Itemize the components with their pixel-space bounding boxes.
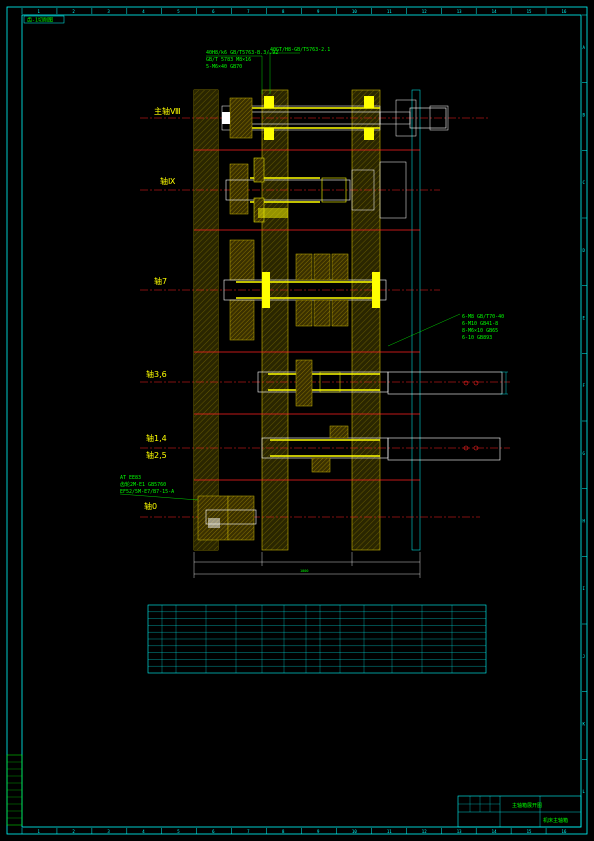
shaft-0-assembly <box>197 495 257 541</box>
row-letter: I <box>583 586 586 591</box>
row-letter: E <box>583 316 586 321</box>
column-number: 5 <box>177 9 180 14</box>
callout-lb-2: 齿轮2M-E1 GB5760 <box>120 481 166 488</box>
column-number: 13 <box>457 829 462 834</box>
column-markers: 1122334455667788991010111112121313141415… <box>21 8 567 834</box>
shaft-label-2-5: 轴2,5 <box>146 450 167 460</box>
sheet-tag-box <box>23 15 65 24</box>
column-number: 6 <box>212 9 215 14</box>
column-number: 7 <box>247 9 250 14</box>
parts-table <box>147 604 487 674</box>
column-number: 7 <box>247 829 250 834</box>
shaft-label-8: 主轴Ⅷ <box>154 106 181 116</box>
housing-walls <box>193 89 421 551</box>
column-number: 5 <box>177 829 180 834</box>
column-number: 4 <box>142 829 145 834</box>
callout-lb-1: AT EE83 <box>120 475 141 481</box>
shaft-label-9: 轴Ⅸ <box>160 176 176 186</box>
callout-tr: 40GT/H8-GB/T5763-2.1 <box>270 47 330 53</box>
shaft-7-assembly <box>223 239 387 341</box>
column-number: 2 <box>72 829 75 834</box>
row-letter: D <box>583 248 586 253</box>
shaft-1-4-assembly <box>261 425 501 473</box>
left-strip <box>6 754 23 826</box>
callout-left-bottom: AT EE83 齿轮2M-E1 GB5760 EF52/5M-E7/B7-15-… <box>119 475 199 501</box>
callout-top-right: 40GT/H8-GB/T5763-2.1 <box>268 47 330 94</box>
row-letter: C <box>583 180 586 185</box>
drawing-title: 主轴箱展开图 <box>512 802 542 809</box>
column-number: 4 <box>142 9 145 14</box>
dim-total: 1000 <box>300 569 308 573</box>
shaft-labels: 主轴Ⅷ 轴Ⅸ 轴7 轴3,6 轴1,4 轴2,5 轴0 <box>144 106 181 511</box>
drawing-subtitle: 机床主轴箱 <box>543 817 568 824</box>
column-number: 9 <box>317 829 320 834</box>
row-letter: K <box>583 722 586 727</box>
column-number: 12 <box>422 829 427 834</box>
callout-tl-2: GB/T 5783 M8×16 <box>206 57 251 63</box>
column-number: 14 <box>492 9 497 14</box>
callout-r-3: 8-M6×10 GB65 <box>462 328 498 334</box>
callout-r-1: 6-M8 GB/T70-40 <box>462 314 504 320</box>
callout-lb-3: EF52/5M-E7/B7-15-A <box>120 489 174 495</box>
shaft-label-1-4: 轴1,4 <box>146 433 167 443</box>
callout-top-left: 40H8/k6 GB/T5763-B.3/.92 GB/T 5783 M8×16… <box>206 50 278 94</box>
row-markers: A B C D E F G H I J K L <box>582 14 587 794</box>
column-number: 6 <box>212 829 215 834</box>
column-number: 8 <box>282 829 285 834</box>
column-number: 16 <box>562 9 567 14</box>
column-number: 9 <box>317 9 320 14</box>
dimension-lines <box>193 552 421 578</box>
callout-r-4: 6-10 GB893 <box>462 335 492 341</box>
title-block: 主轴箱展开图 机床主轴箱 <box>457 795 582 828</box>
column-number: 16 <box>562 829 567 834</box>
shaft-label-0: 轴0 <box>144 501 157 511</box>
column-number: 11 <box>387 829 392 834</box>
column-number: 1 <box>37 829 40 834</box>
column-number: 13 <box>457 9 462 14</box>
centerlines <box>140 117 510 518</box>
column-number: 15 <box>527 9 532 14</box>
column-number: 1 <box>37 9 40 14</box>
column-number: 10 <box>352 9 357 14</box>
shaft-9-assembly <box>225 157 407 223</box>
shaft-label-3-6: 轴3,6 <box>146 369 167 379</box>
column-number: 2 <box>72 9 75 14</box>
row-letter: A <box>583 45 586 50</box>
shaft-label-7: 轴7 <box>154 276 167 286</box>
sheet-tag: 齿-1切削图 <box>27 17 53 24</box>
row-letter: F <box>583 383 586 388</box>
row-letter: H <box>583 519 586 524</box>
row-letter: B <box>583 113 586 118</box>
spindle-shaft-assembly <box>221 96 449 140</box>
outer-border <box>6 6 588 835</box>
row-letter: G <box>583 451 586 456</box>
row-letter: J <box>583 654 585 659</box>
column-number: 11 <box>387 9 392 14</box>
callout-r-2: 6-M10 GB41-8 <box>462 321 498 327</box>
column-number: 12 <box>422 9 427 14</box>
inner-border <box>21 14 582 828</box>
column-number: 15 <box>527 829 532 834</box>
column-number: 3 <box>107 829 110 834</box>
shaft-3-6-assembly <box>257 359 508 407</box>
callout-tl-1: 40H8/k6 GB/T5763-B.3/.92 <box>206 50 278 56</box>
column-number: 3 <box>107 9 110 14</box>
column-number: 14 <box>492 829 497 834</box>
callout-right: 6-M8 GB/T70-40 6-M10 GB41-8 8-M6×10 GB65… <box>387 313 504 347</box>
callout-tl-3: 5-M6×40 GB70 <box>206 64 242 70</box>
section-separators <box>194 149 420 481</box>
column-number: 8 <box>282 9 285 14</box>
column-number: 10 <box>352 829 357 834</box>
row-letter: L <box>583 789 586 794</box>
